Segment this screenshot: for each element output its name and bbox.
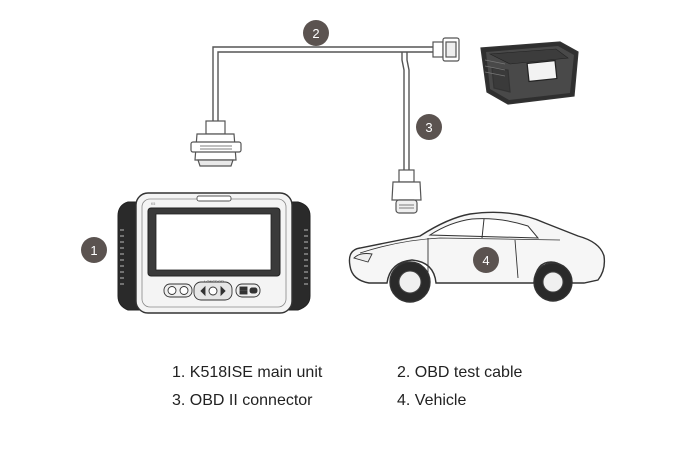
main-unit-keypad [163,281,261,301]
legend-item-obd2-connector: 3. OBD II connector [172,392,313,409]
cable-end-connector [432,37,460,62]
vehicle-window [428,218,540,239]
callout-badge-2: 2 [303,20,329,46]
vehicle [348,211,606,303]
svg-text:2: 2 [312,26,319,41]
main-unit: LONSDOR K5 [117,192,311,314]
adapter-box [480,41,579,105]
obd2-connector [391,169,422,214]
callout-badge-4: 4 [473,247,499,273]
svg-text:1: 1 [90,243,97,258]
svg-text:3: 3 [425,120,432,135]
callout-badge-1: 1 [81,237,107,263]
legend-item-vehicle: 4. Vehicle [397,392,467,409]
vehicle-body [348,211,606,284]
main-unit-model-tag: K5 [151,202,155,206]
legend-item-obd-test-cable: 2. OBD test cable [397,364,523,381]
svg-text:4: 4 [482,253,489,268]
db25-connector [190,120,242,167]
legend-item-main-unit: 1. K518ISE main unit [172,364,323,381]
obd-test-cable [212,46,433,172]
callout-badge-3: 3 [416,114,442,140]
main-unit-brand-label: LONSDOR [204,279,224,284]
main-unit-screen [155,213,272,271]
